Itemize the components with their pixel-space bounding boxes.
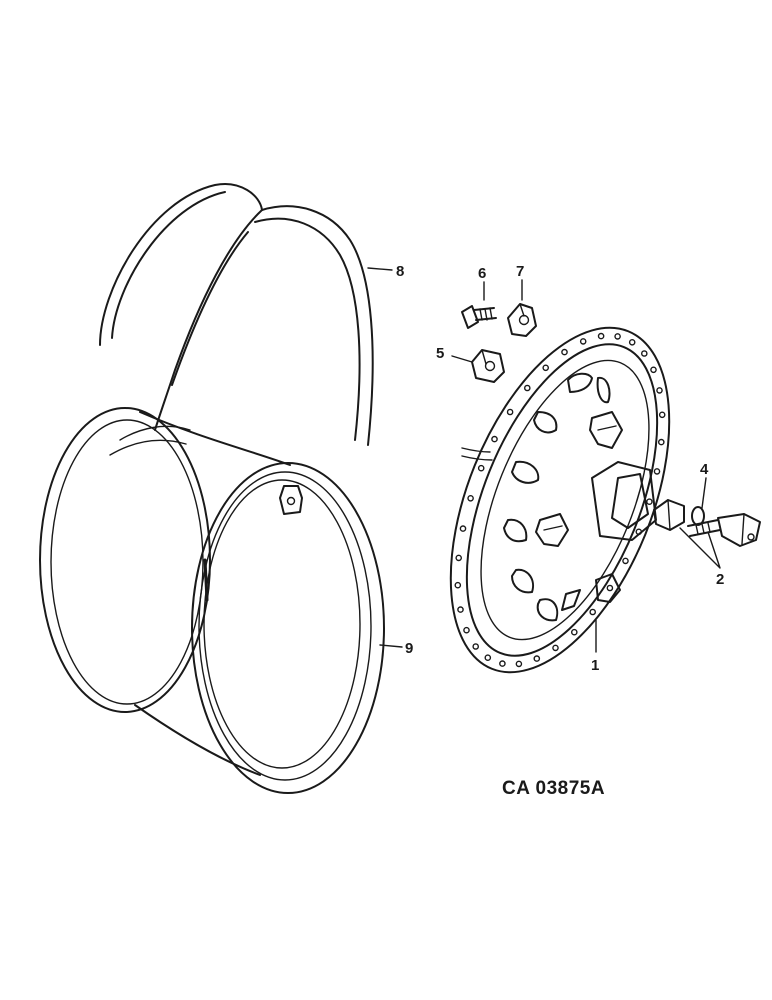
bolt-hole (622, 557, 629, 565)
bolt-hole (597, 332, 605, 340)
clamp-part-5 (471, 349, 505, 383)
wheel-rim-part-9 (39, 407, 385, 794)
bolt-hole (542, 364, 550, 372)
bolt-hole (477, 464, 485, 472)
bolt-hole (589, 608, 597, 616)
bolt-hole (499, 660, 506, 667)
bolt-hole (628, 338, 636, 346)
nut-washer-stud-parts-2-4 (653, 499, 761, 547)
bolt-hole (656, 387, 663, 394)
callout-2: 2 (716, 571, 724, 588)
bolt-hole (491, 435, 498, 443)
bolt-hole (484, 654, 492, 662)
callout-1: 1 (591, 657, 599, 674)
clamp-part-7 (507, 303, 537, 337)
bolt-hole (658, 438, 665, 446)
bolt-hole (454, 581, 462, 589)
leader-lines (367, 267, 721, 653)
bolt-hole (515, 660, 523, 668)
callout-6: 6 (478, 265, 486, 282)
bolt-hole (472, 643, 480, 650)
bolt-hole (463, 626, 470, 634)
bolt-hole (459, 525, 467, 532)
bolt-hole (614, 333, 621, 340)
bolt-hole (658, 411, 666, 419)
bolt-hole (457, 606, 464, 613)
bolt-hole (646, 498, 653, 506)
bolt-hole (506, 408, 514, 416)
callout-4: 4 (700, 461, 709, 478)
bolt-hole (552, 644, 559, 652)
disc-bolt-holes (454, 332, 666, 668)
bolt-hole (579, 338, 587, 345)
callout-9: 9 (405, 640, 413, 657)
bolt-hole (571, 628, 578, 636)
bolt-hole (653, 468, 661, 475)
bolt-hole (524, 384, 531, 392)
bolt-hole (455, 554, 463, 562)
figure-code: CA 03875A (502, 778, 605, 799)
callout-8: 8 (396, 263, 404, 280)
bolt-hole (467, 494, 474, 502)
callout-5: 5 (436, 345, 444, 362)
bolt-hole (533, 655, 541, 662)
bolt-hole (641, 350, 648, 357)
bolt-hole (606, 584, 614, 592)
bolt-hole (650, 366, 657, 374)
callout-7: 7 (516, 263, 524, 280)
rim-band-part-8 (99, 183, 374, 446)
bolt-hole (561, 348, 568, 356)
bolt-part-6 (461, 305, 497, 329)
